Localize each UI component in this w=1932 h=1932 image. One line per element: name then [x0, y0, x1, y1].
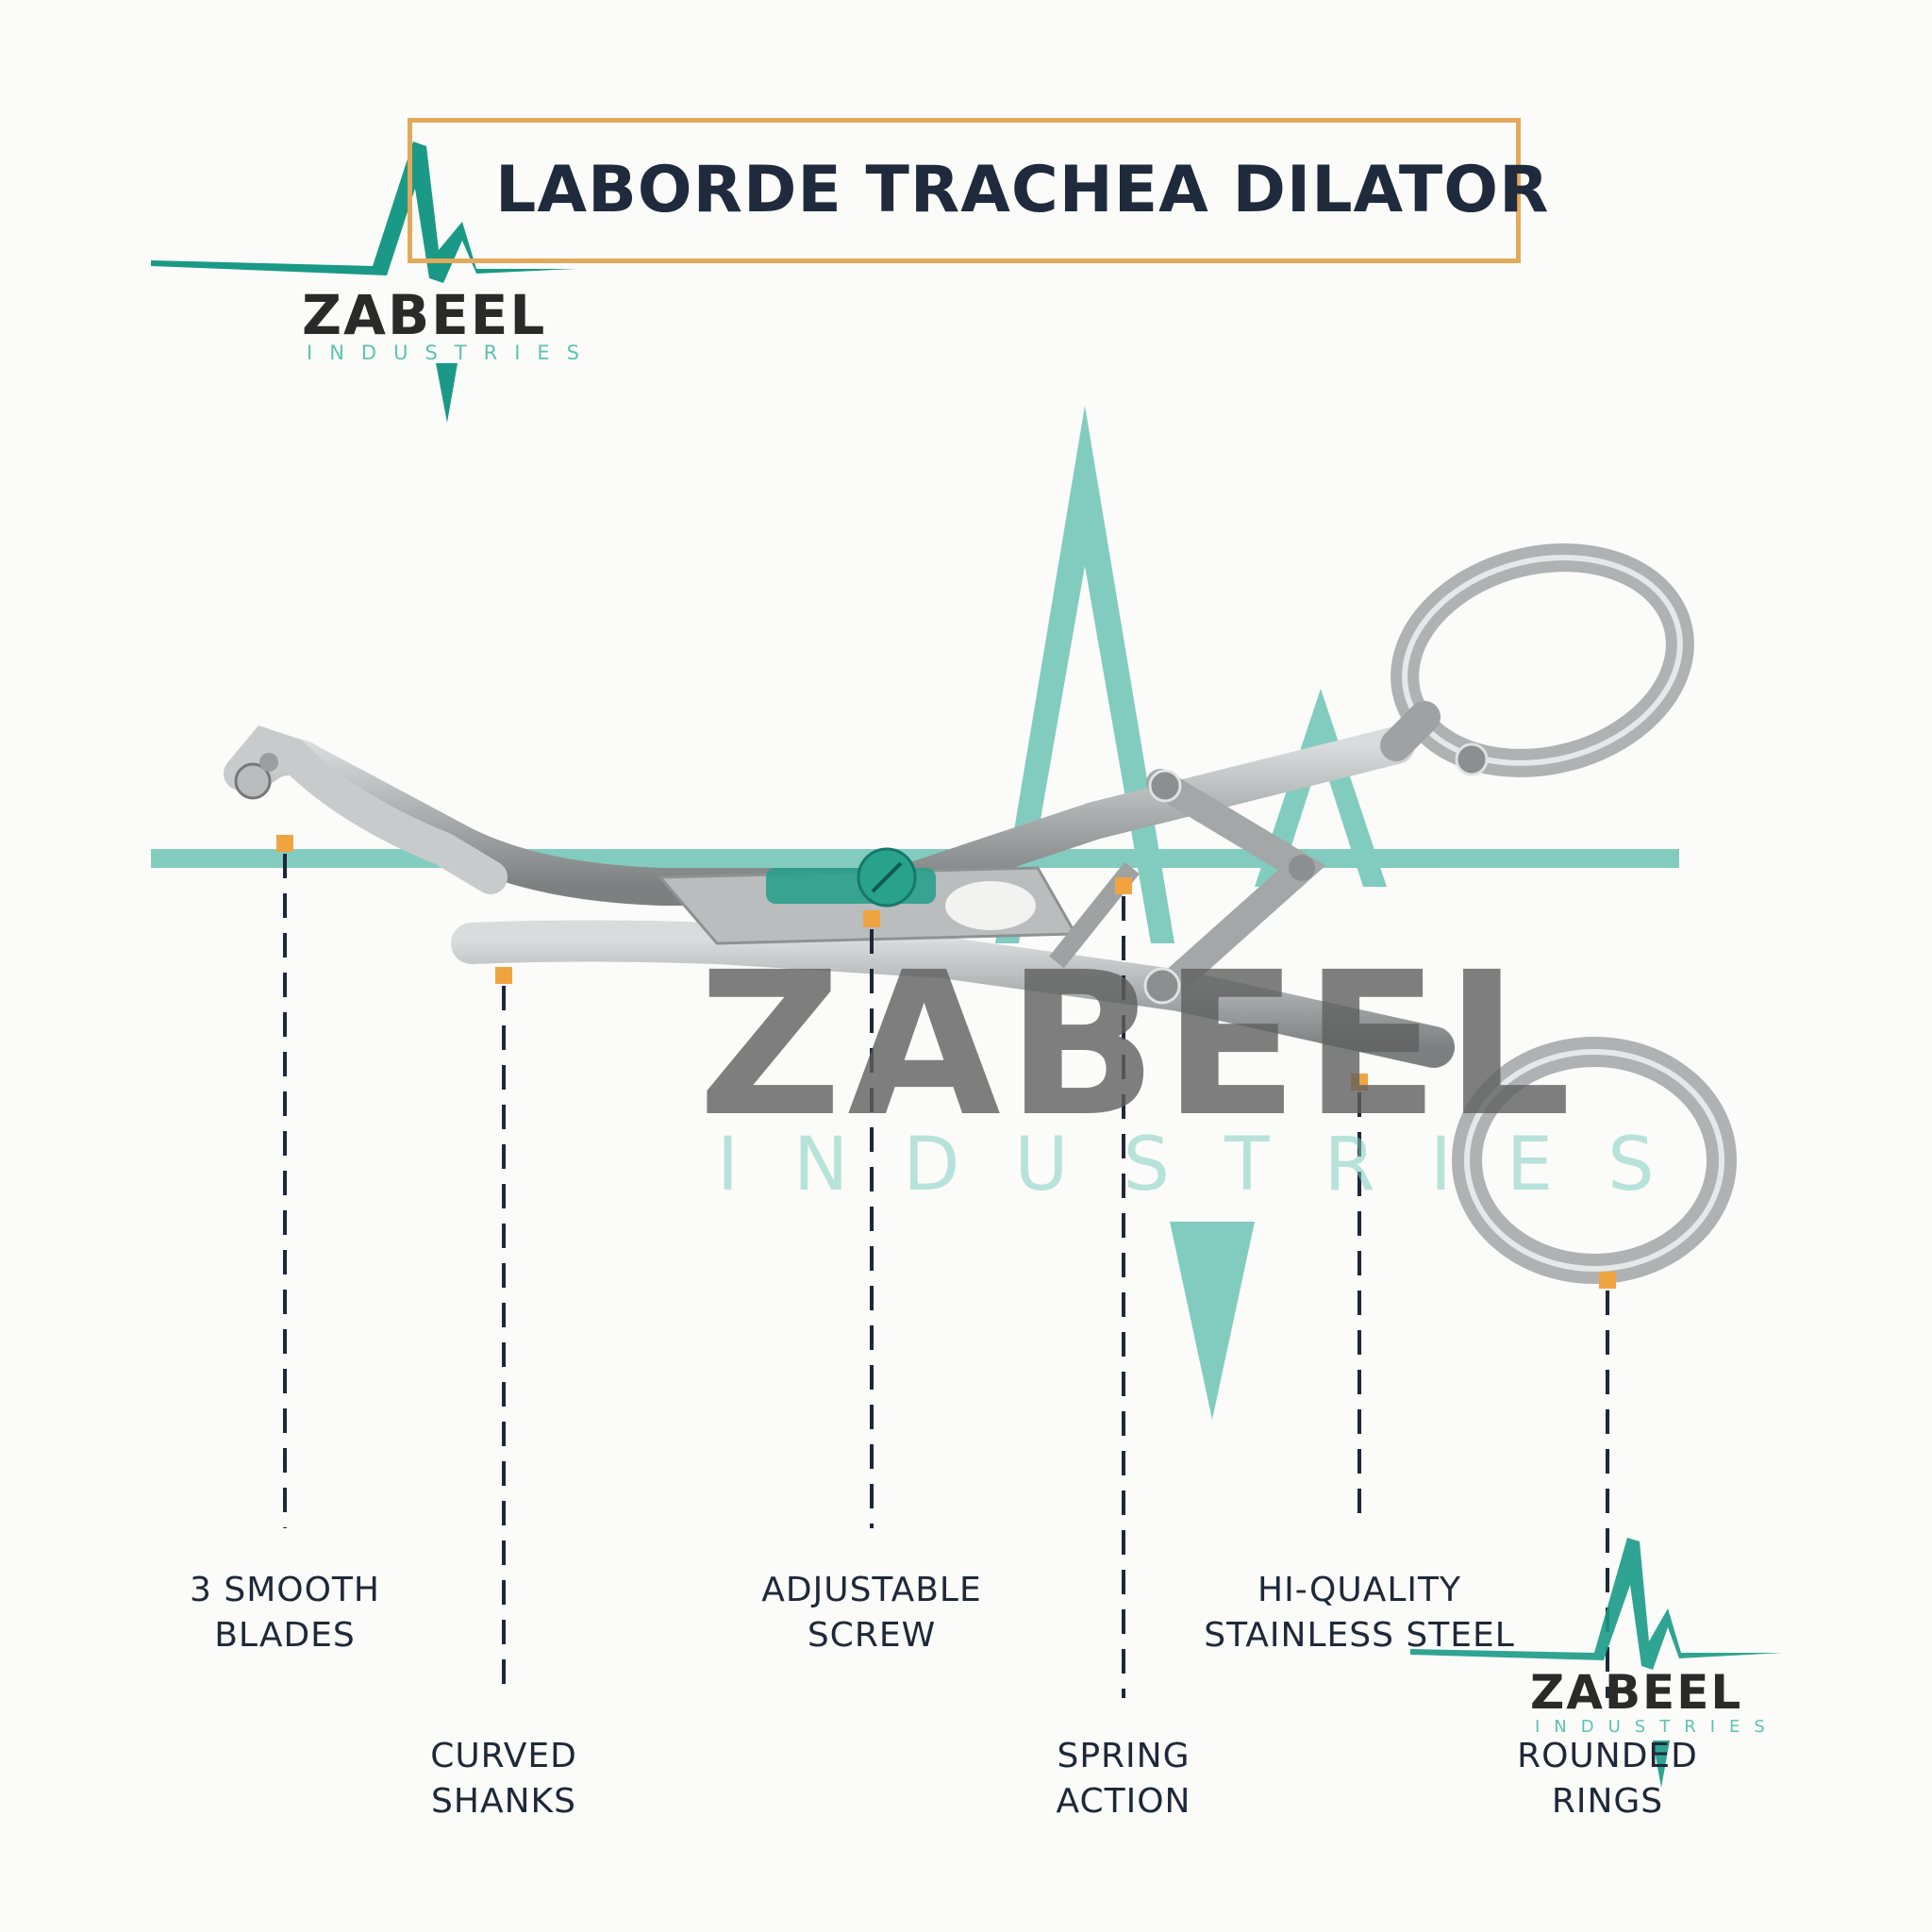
callout-line: SHANKS [431, 1782, 576, 1821]
callout-adjustable-screw: ADJUSTABLE SCREW [702, 1568, 1041, 1658]
title-frame [408, 118, 1521, 263]
callout-markers [276, 835, 1616, 1289]
callout-stainless-steel: HI-QUALITY STAINLESS STEEL [1171, 1568, 1548, 1658]
callout-line: 3 SMOOTH [190, 1571, 380, 1609]
callout-line: CURVED [430, 1737, 577, 1775]
brand-logo-heartbeat-bottom [1410, 1538, 1783, 1788]
callout-line: HI-QUALITY [1257, 1571, 1461, 1609]
callout-smooth-blades: 3 SMOOTH BLADES [115, 1568, 455, 1658]
callout-spring-action: SPRING ACTION [954, 1734, 1293, 1824]
callout-curved-shanks: CURVED SHANKS [334, 1734, 674, 1824]
brand-logo-name-top: ZABEEL [302, 283, 547, 347]
callout-line: SCREW [807, 1616, 937, 1655]
watermark-brand-name: ZABEEL [698, 929, 1577, 1160]
callout-line: RINGS [1551, 1782, 1664, 1821]
brand-logo-tagline-bottom: INDUSTRIES [1535, 1717, 1779, 1737]
callout-rounded-rings: ROUNDED RINGS [1438, 1734, 1777, 1824]
callout-line: ACTION [1056, 1782, 1191, 1821]
callout-line: ROUNDED [1517, 1737, 1698, 1775]
callout-line: BLADES [214, 1616, 356, 1655]
page-title: LABORDE TRACHEA DILATOR [495, 153, 1550, 227]
callout-line: STAINLESS STEEL [1204, 1616, 1515, 1655]
brand-logo-name-bottom: ZABEEL [1530, 1665, 1743, 1720]
brand-logo-tagline-top: INDUSTRIES [307, 341, 596, 364]
watermark-brand-tagline: INDUSTRIES [717, 1123, 1709, 1208]
brand-logo-heartbeat-top [151, 142, 575, 423]
callout-line: SPRING [1057, 1737, 1191, 1775]
callout-line: ADJUSTABLE [761, 1571, 982, 1609]
dilator-instrument [224, 543, 1737, 1284]
